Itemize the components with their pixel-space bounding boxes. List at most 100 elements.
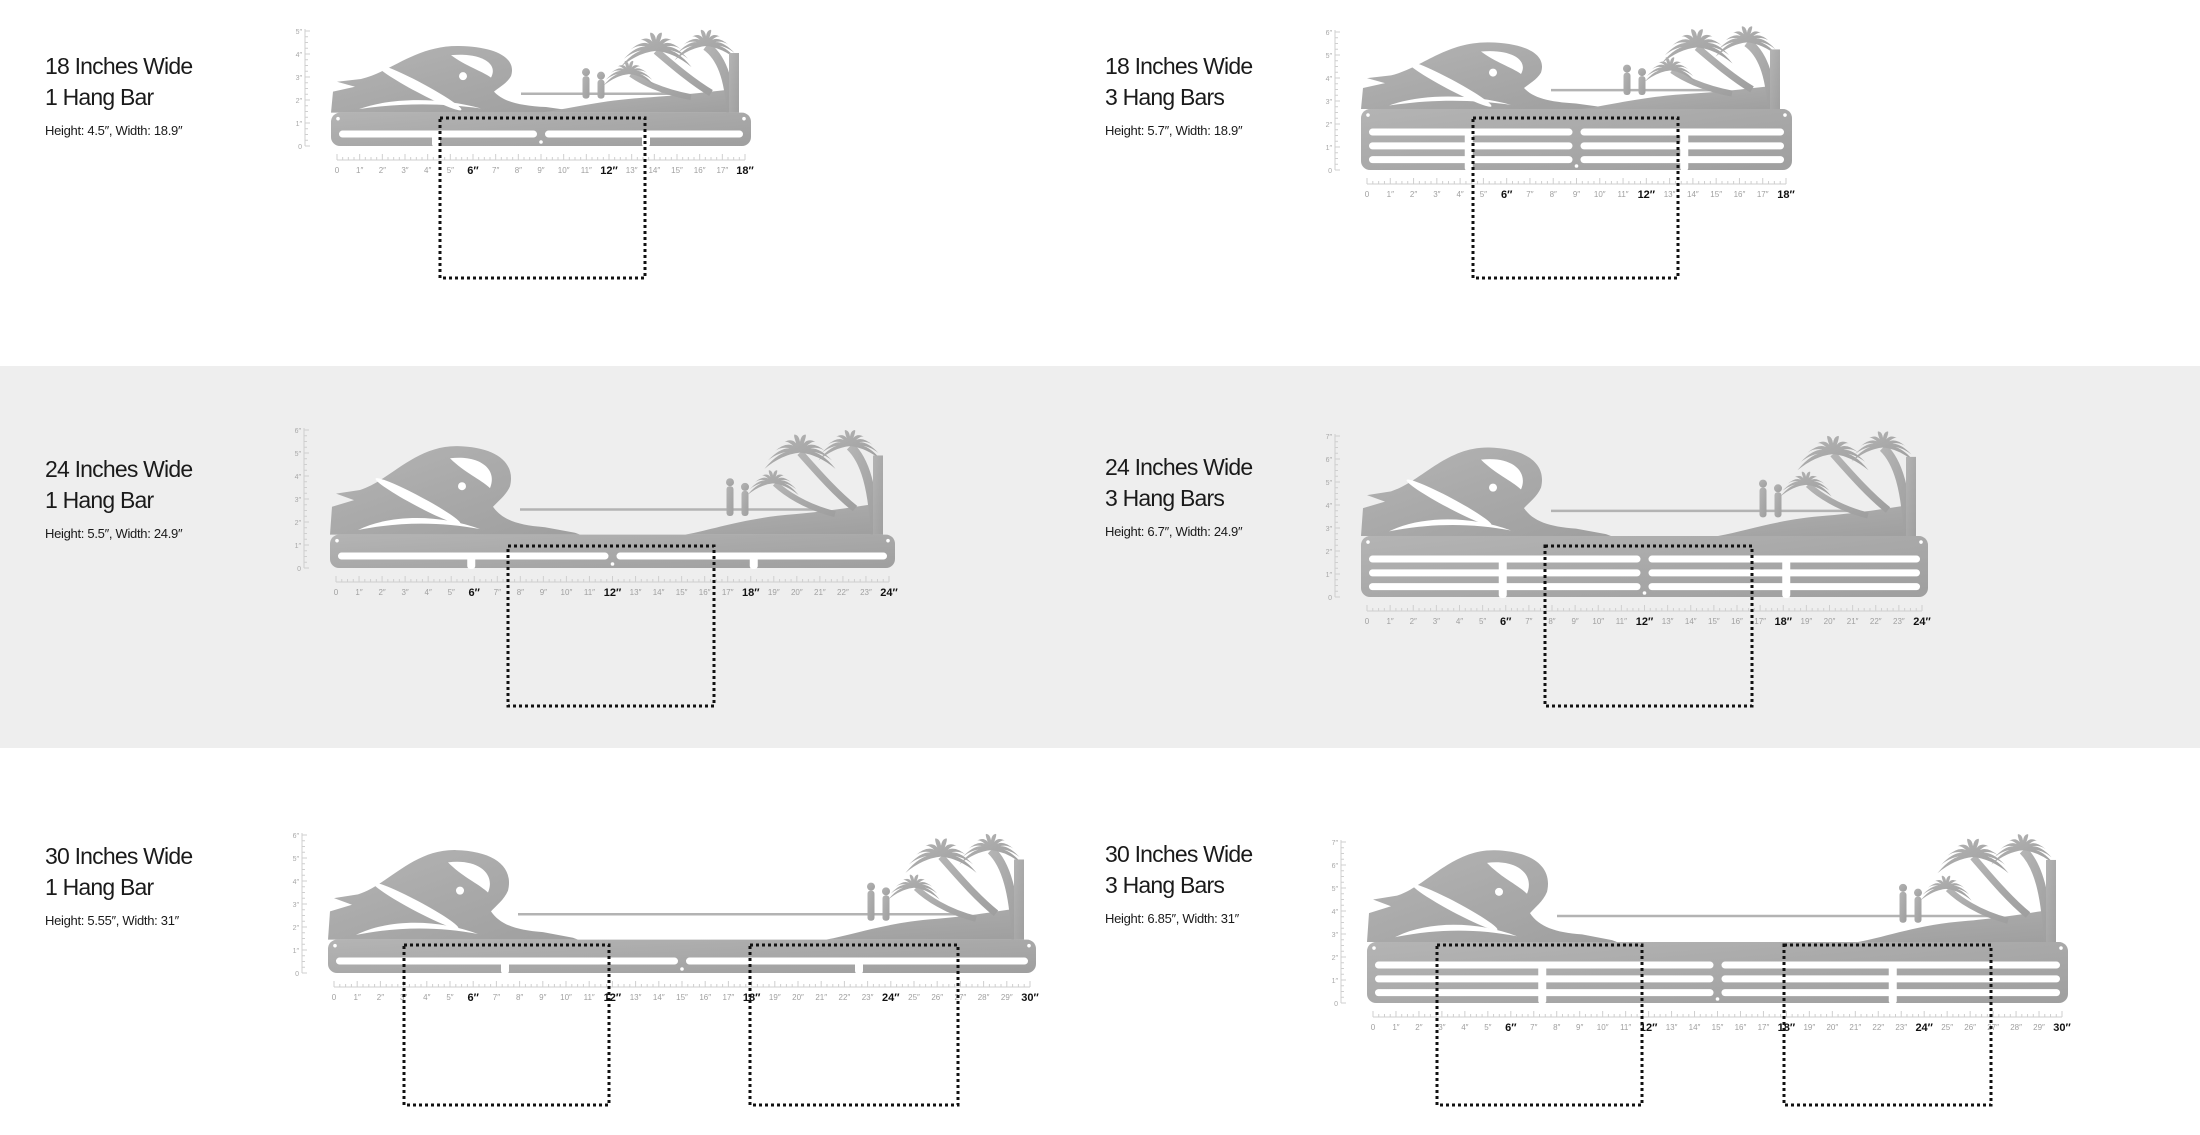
horizontal-ruler-label: 30″ (2053, 1022, 2071, 1034)
hang-bar-slot (1721, 989, 2060, 997)
palm-trunk (1694, 44, 1754, 93)
palm-fronds (603, 60, 655, 86)
panel-subtitle: 3 Hang Bars (1105, 872, 1225, 898)
hang-bar-slot (1369, 569, 1641, 577)
person-head (582, 68, 590, 77)
vertical-ruler-label: 5″ (295, 451, 302, 458)
wave-curl-cutout (1487, 862, 1529, 894)
hang-bar-slot (1648, 583, 1920, 591)
mounting-hole (742, 116, 746, 121)
horizontal-ruler-label: 20″ (792, 993, 804, 1002)
horizontal-ruler-label: 23″ (862, 993, 874, 1002)
horizontal-ruler-label: 1″ (1386, 617, 1393, 626)
palm-trunk (1830, 451, 1891, 513)
horizontal-ruler-label: 5″ (1484, 1023, 1491, 1032)
horizontal-ruler-label: 0 (1365, 617, 1370, 626)
horizontal-ruler-label: 16″ (1731, 617, 1743, 626)
palm-fronds (1797, 435, 1869, 471)
horizontal-ruler-label: 13″ (1662, 617, 1674, 626)
horizontal-ruler-label: 27″ (955, 993, 967, 1002)
vertical-ruler-label: 4″ (1332, 909, 1339, 916)
horizontal-ruler-label: 27″ (1987, 1023, 1999, 1032)
vertical-ruler-label: 2″ (295, 520, 302, 527)
horizontal-ruler-label: 26″ (1964, 1023, 1976, 1032)
panel-dimensions: Height: 6.85″, Width: 31″ (1105, 911, 1239, 926)
vertical-ruler-label: 5″ (293, 856, 300, 863)
horizontal-ruler-label: 14″ (653, 588, 665, 597)
horizontal-ruler-label: 13″ (626, 166, 638, 175)
wave-curl-cutout (1481, 459, 1523, 490)
horizontal-ruler-label: 3″ (401, 588, 408, 597)
palm-fronds (1715, 26, 1779, 57)
horizontal-ruler-label: 12″ (600, 165, 618, 177)
horizontal-ruler-label: 14″ (1685, 617, 1697, 626)
wave-silhouette (1367, 850, 1617, 943)
hang-bar-slot (1580, 128, 1784, 136)
medal-size-guide-box (506, 544, 716, 708)
mounting-hole (886, 538, 890, 543)
horizontal-ruler-label: 6″ (467, 165, 479, 177)
horizontal-ruler-label: 14″ (653, 993, 665, 1002)
horizontal-ruler-label: 9″ (1573, 190, 1580, 199)
panel-label-30-1: 30 Inches Wide 1 Hang Bar Height: 5.55″,… (45, 841, 193, 928)
palm-trunk (629, 71, 692, 101)
vertical-ruler-label: 6″ (1332, 863, 1339, 870)
horizontal-ruler-label: 11″ (1616, 617, 1627, 626)
vertical-ruler-label: 2″ (293, 925, 300, 932)
horizontal-ruler-label: 17″ (723, 993, 735, 1002)
palm-edge (2046, 859, 2056, 943)
horizontal-ruler-label: 8″ (1553, 1023, 1560, 1032)
horizontal-ruler-label: 23″ (1895, 1023, 1907, 1032)
vertical-ruler-label: 0 (1334, 1001, 1338, 1008)
surfer-cutout (456, 886, 464, 895)
mounting-hole (1366, 540, 1370, 544)
vertical-ruler-label: 1″ (293, 948, 300, 955)
hang-bar-slot (1369, 156, 1573, 164)
wave-curl-cutout (1481, 51, 1523, 74)
palm-fronds (1851, 431, 1915, 462)
horizontal-ruler-label: 9″ (1571, 617, 1578, 626)
horizontal-ruler-label: 7″ (494, 588, 501, 597)
wave-curl-cutout (450, 457, 492, 489)
vertical-ruler-label: 3″ (295, 497, 302, 504)
palm-trunk (1945, 886, 2009, 924)
horizontal-ruler-label: 4″ (423, 993, 430, 1002)
palm-fronds (764, 434, 836, 469)
horizontal-ruler-label: 18″ (1778, 1022, 1796, 1034)
palm-fronds (905, 838, 977, 873)
wave-swoosh-cutout (1395, 924, 1517, 938)
person-head (726, 478, 734, 487)
horizontal-ruler-label: 19″ (769, 993, 781, 1002)
horizontal-ruler-label: 0 (332, 993, 337, 1002)
horizontal-ruler-label: 4″ (425, 588, 432, 597)
horizontal-ruler-label: 14″ (648, 166, 660, 175)
horizontal-ruler-label: 12″ (1640, 1022, 1658, 1034)
horizontal-ruler-label: 13″ (1664, 190, 1676, 199)
surfer-cutout (459, 72, 467, 81)
horizontal-ruler-label: 0 (334, 588, 339, 597)
horizontal-ruler-label: 24″ (880, 587, 898, 599)
horizontal-ruler-label: 15″ (671, 166, 683, 175)
horizontal-ruler-label: 15″ (1710, 190, 1722, 199)
vertical-ruler-label: 0 (1328, 595, 1332, 602)
horizontal-ruler-label: 2″ (1410, 617, 1417, 626)
horizontal-ruler-label: 19″ (768, 588, 780, 597)
horizontal-ruler-label: 6″ (468, 992, 480, 1004)
horizontal-ruler-label: 18″ (742, 587, 760, 599)
horizontal-ruler-label: 7″ (1526, 190, 1533, 199)
panel-subtitle: 1 Hang Bar (45, 874, 154, 900)
horizontal-ruler-label: 1″ (354, 993, 361, 1002)
beach-silhouette (1601, 504, 1914, 537)
vertical-ruler-label: 5″ (1332, 886, 1339, 893)
vertical-ruler-label: 2″ (296, 98, 303, 105)
panel-subtitle: 1 Hang Bar (45, 84, 154, 110)
wave-swoosh-cutout (359, 100, 481, 110)
horizontal-ruler-label: 15″ (1708, 617, 1720, 626)
bar-gap (1538, 965, 1547, 1004)
vertical-ruler-label: 4″ (293, 879, 300, 886)
horizontal-ruler-label: 8″ (1548, 617, 1555, 626)
